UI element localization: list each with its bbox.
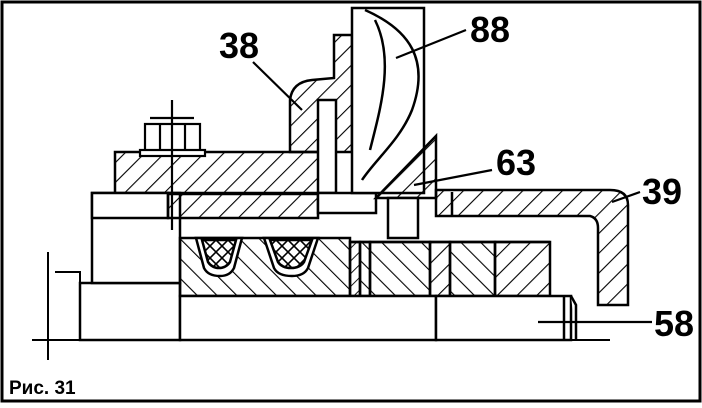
seal-left [194, 236, 244, 278]
callout-38: 38 [219, 25, 259, 66]
callout-58: 58 [654, 303, 694, 344]
callout-88: 88 [470, 9, 510, 50]
callout-63: 63 [496, 142, 536, 183]
figure-caption: Рис. 31 [9, 378, 76, 399]
callout-39: 39 [642, 171, 682, 212]
leader-lines [252, 28, 652, 324]
seal-right [262, 236, 320, 278]
part-38-plate [113, 33, 354, 196]
middle-plate [90, 191, 378, 220]
part-39-bracket [434, 188, 630, 307]
bolt-head [138, 100, 207, 230]
part-63-tip [373, 132, 438, 240]
bottom-blocks [178, 294, 578, 342]
